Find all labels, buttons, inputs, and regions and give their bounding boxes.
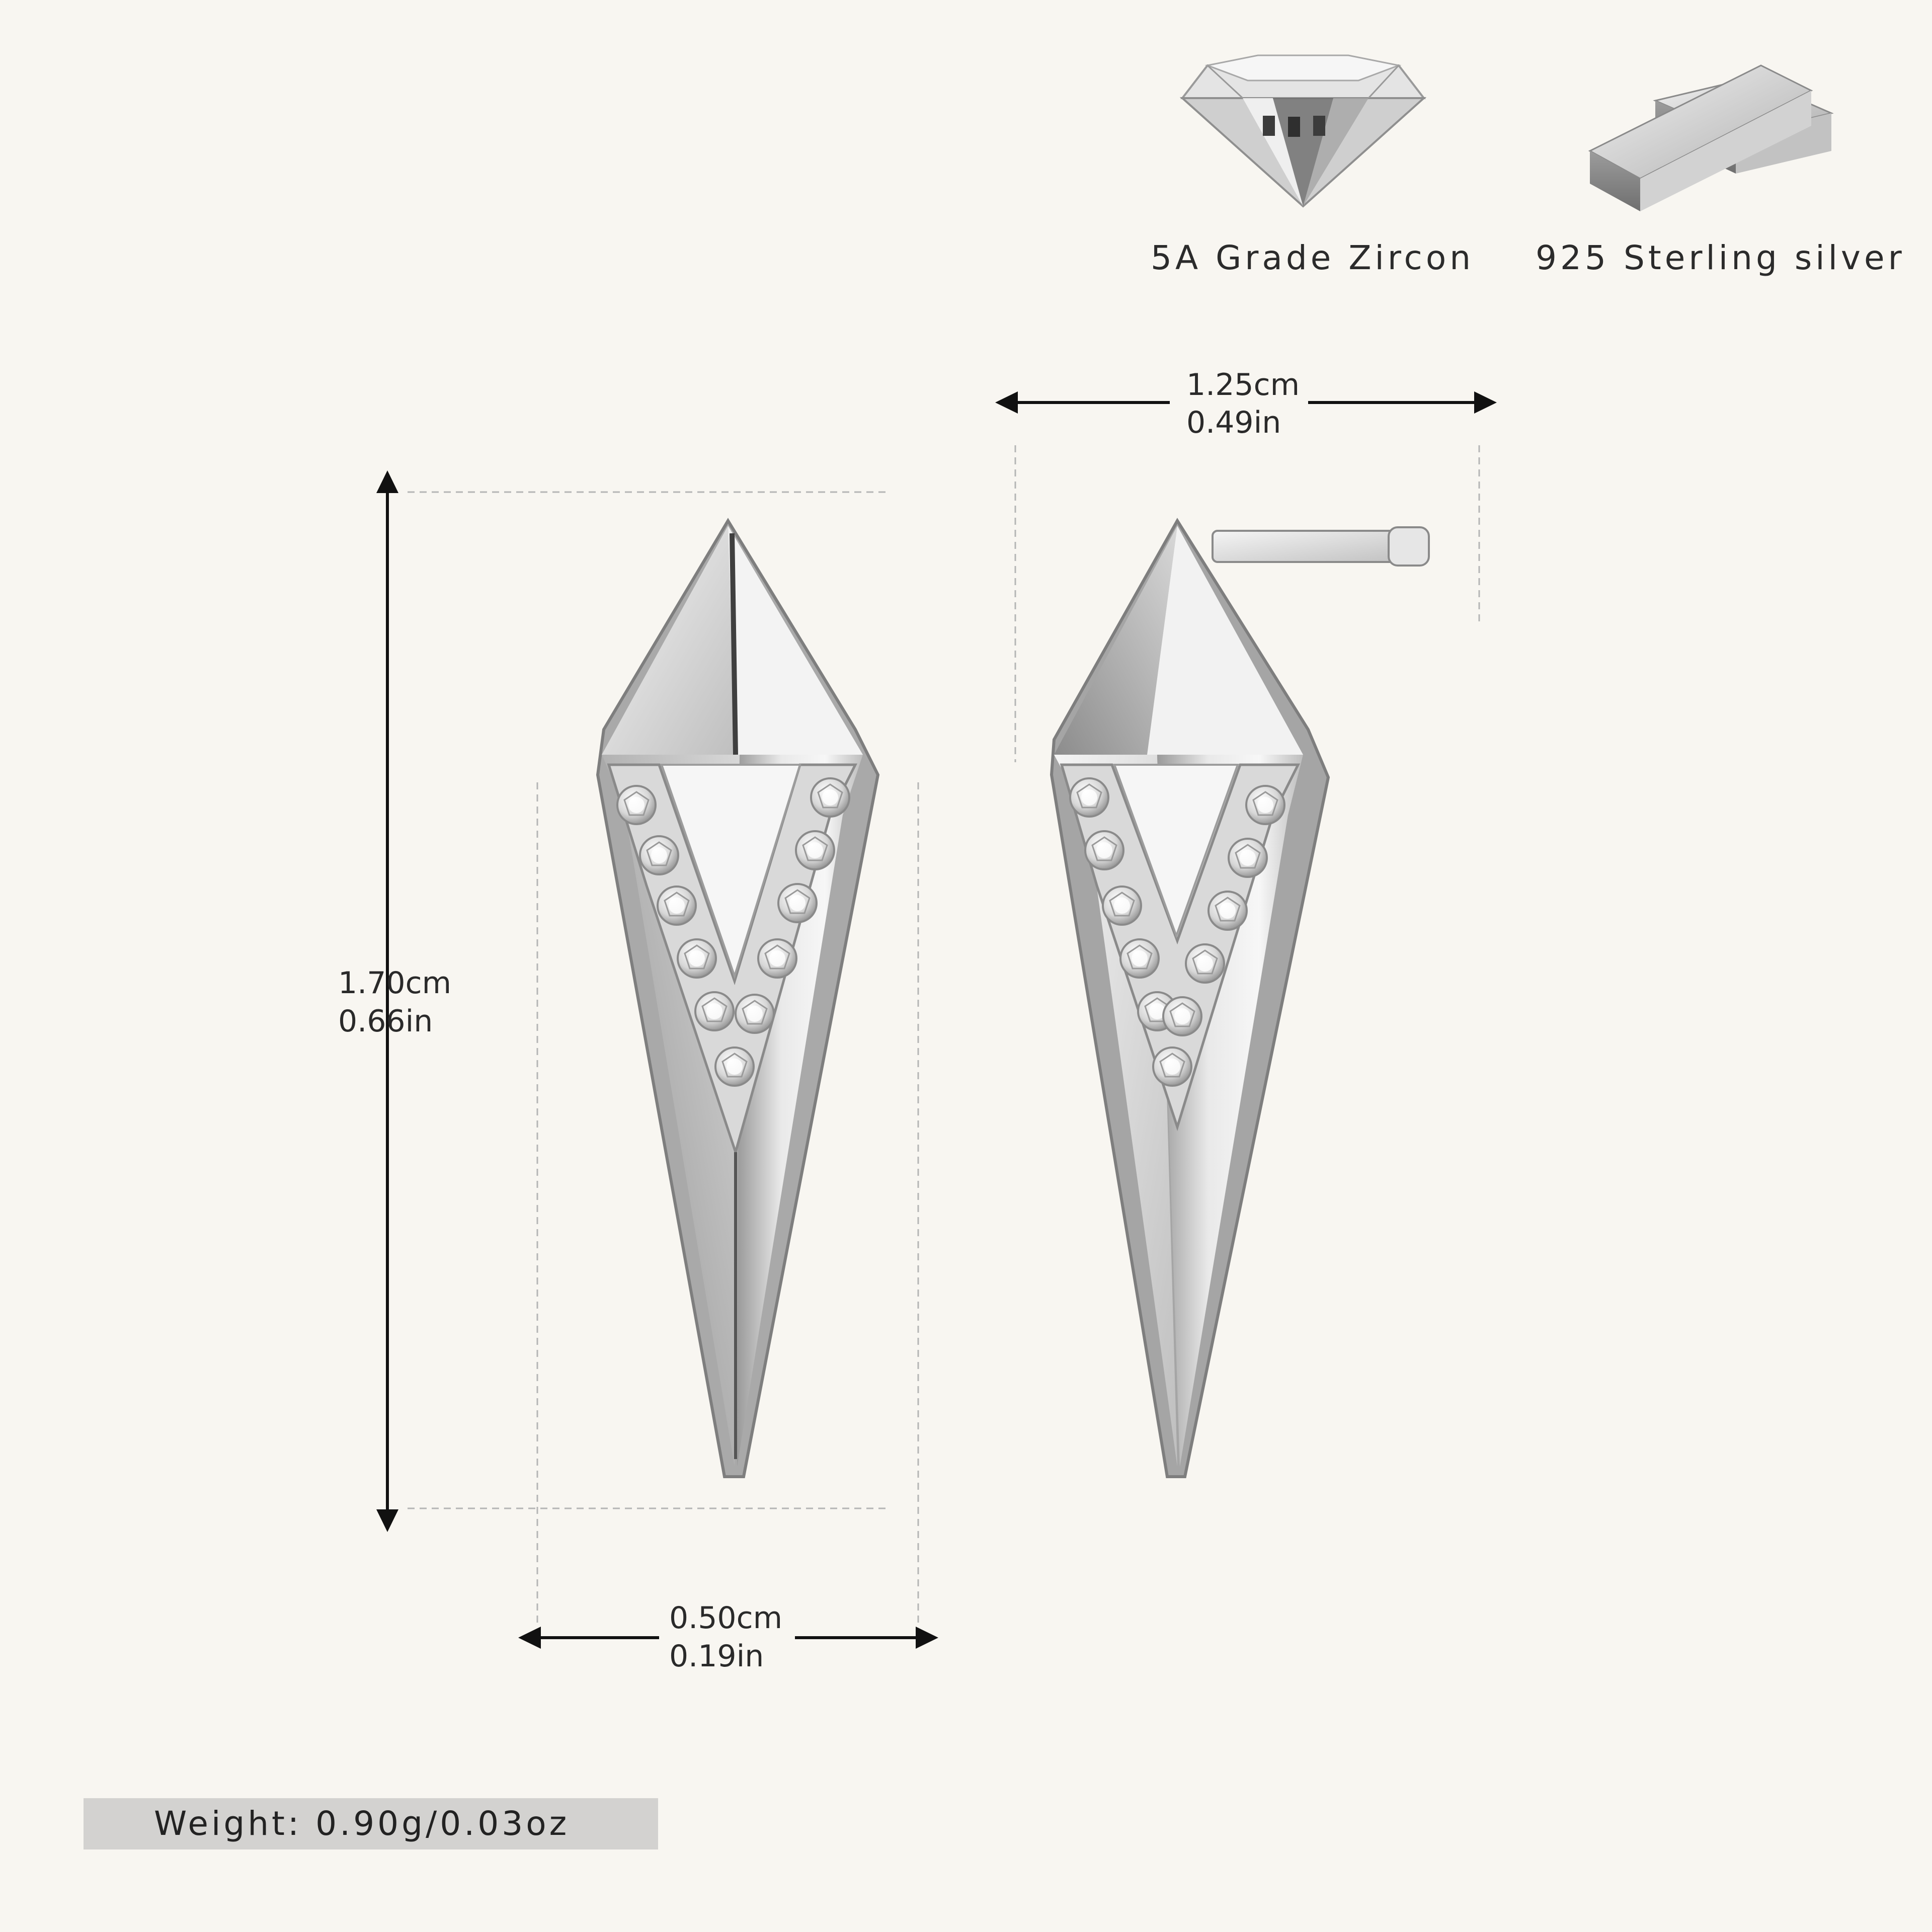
height-dimension	[376, 470, 888, 1532]
height-in-label: 0.66in	[338, 1004, 433, 1039]
weight-value: 0.90g/0.03oz	[315, 1804, 570, 1843]
earring-front-view	[596, 518, 880, 1478]
width-cm-label: 0.50cm	[669, 1600, 783, 1636]
width-in-label: 0.19in	[669, 1639, 764, 1674]
silver-bar-icon	[1588, 64, 1834, 211]
weight-label: Weight:	[154, 1804, 302, 1843]
zircon-label: 5A Grade Zircon	[1151, 238, 1475, 277]
depth-dimension	[995, 391, 1497, 762]
silver-label: 925 Sterling silver	[1536, 238, 1905, 277]
width-dimension	[518, 782, 938, 1649]
zircon-gem-icon	[1179, 54, 1427, 208]
depth-in-label: 0.49in	[1186, 405, 1281, 440]
weight-bar	[84, 1798, 658, 1849]
weight-info: Weight: 0.90g/0.03oz	[154, 1807, 570, 1840]
depth-cm-label: 1.25cm	[1186, 367, 1300, 403]
height-cm-label: 1.70cm	[338, 965, 452, 1001]
earring-side-view	[1050, 518, 1430, 1478]
